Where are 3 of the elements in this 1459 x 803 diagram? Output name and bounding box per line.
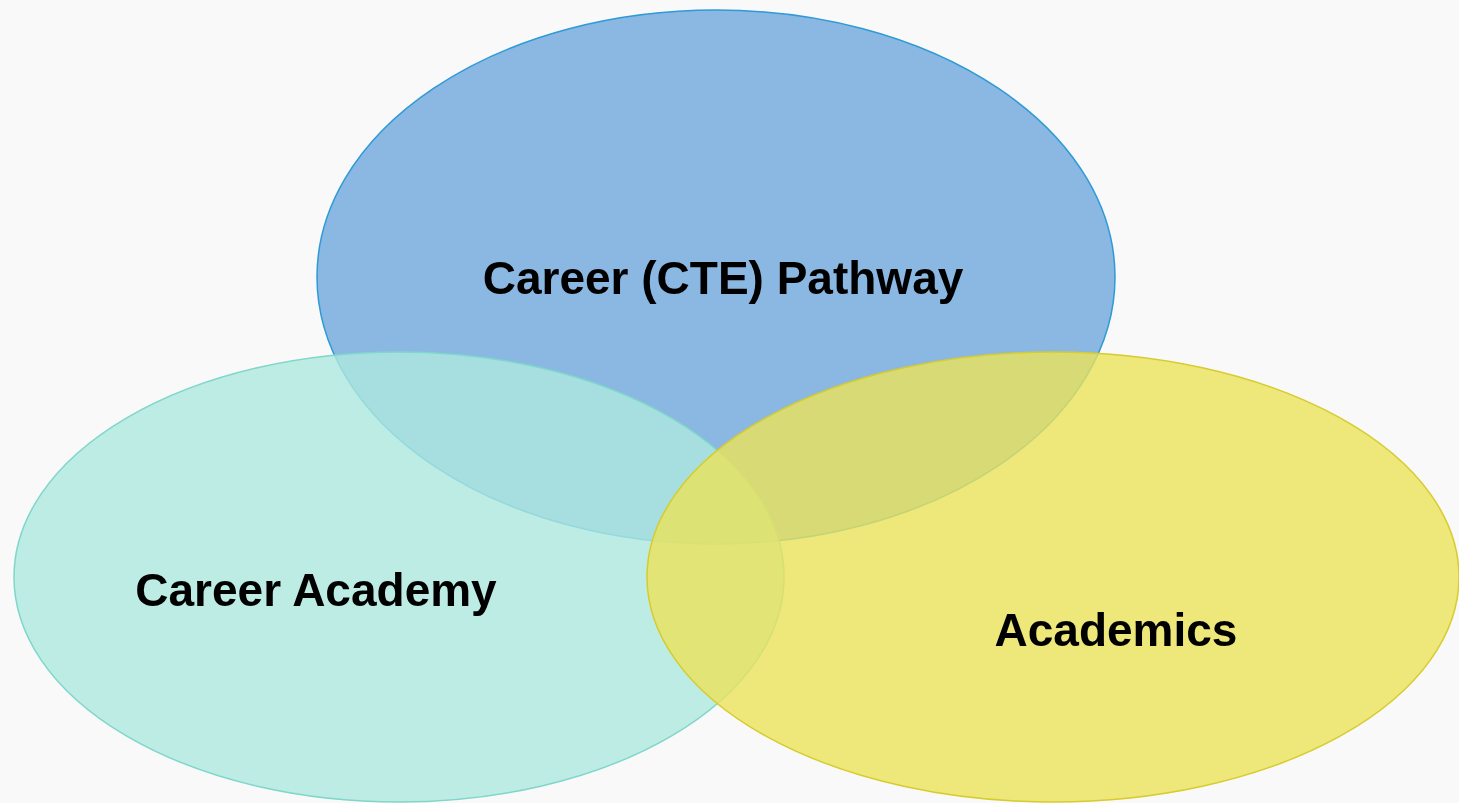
set-label: Career (CTE) Pathway [482,251,964,305]
set-label: Academics [994,603,1238,657]
set-label: Career Academy [135,563,497,617]
